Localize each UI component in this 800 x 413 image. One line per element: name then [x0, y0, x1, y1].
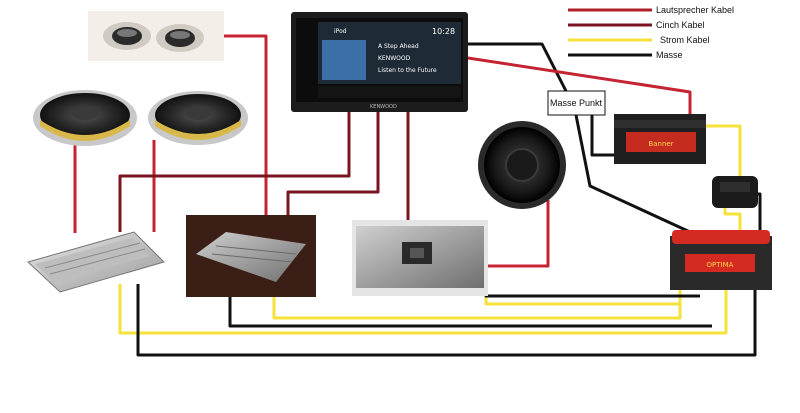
ground-point-label: Masse Punkt	[550, 98, 603, 108]
power-wire-aux-battery	[706, 124, 742, 178]
cinch-wire-left-amp	[118, 112, 351, 232]
ground-wire-left-amp	[136, 270, 757, 357]
ground-wire-center-amp	[228, 297, 712, 328]
power-wire-main	[118, 283, 728, 335]
main-battery-label: OPTIMA	[707, 261, 734, 269]
fuse-block	[712, 176, 758, 208]
main-battery: OPTIMA	[670, 230, 772, 290]
head-unit-track-3: Listen to the Future	[378, 67, 437, 74]
midrange-speaker-right	[148, 91, 248, 145]
power-wire-head-unit	[467, 56, 692, 118]
tweeter-pair	[88, 11, 224, 61]
legend-label-cinch-kabel: Cinch Kabel	[656, 20, 705, 30]
power-wire-battery-to-fuse	[723, 207, 742, 232]
power-wire-center-amp	[272, 285, 682, 320]
cinch-wire-center-amp	[286, 112, 380, 215]
album-art	[322, 40, 366, 80]
head-unit-brand: KENWOOD	[370, 104, 397, 110]
ground-wire-head-unit	[468, 42, 568, 92]
head-unit-track-1: A Step Ahead	[378, 43, 419, 50]
speaker-wire-tweeters	[224, 34, 268, 215]
head-unit-clock: 10:28	[432, 27, 455, 36]
amplifier-left	[27, 231, 165, 293]
head-unit-track-2: KENWOOD	[378, 55, 411, 62]
legend-label-strom-kabel: Strom Kabel	[660, 35, 710, 45]
subwoofer	[478, 121, 566, 209]
midrange-speaker-left	[33, 90, 137, 146]
head-unit: iPod 10:28 A Step Ahead KENWOOD Listen t…	[291, 12, 468, 112]
ground-wire-point-to-battery	[574, 114, 691, 234]
legend-label-masse: Masse	[656, 50, 683, 60]
ground-wire-right-amp	[484, 285, 700, 298]
head-unit-source: iPod	[334, 28, 347, 35]
aux-battery-label: Banner	[648, 140, 673, 148]
legend-label-lautsprecher-kabel: Lautsprecher Kabel	[656, 5, 734, 15]
amplifier-right	[352, 220, 488, 296]
speaker-wire-subwoofer	[487, 200, 550, 268]
ground-point: Masse Punkt	[547, 90, 606, 116]
aux-battery: Banner	[614, 114, 706, 164]
legend: Lautsprecher Kabel Cinch Kabel Strom Kab…	[568, 5, 734, 60]
amplifier-center	[186, 215, 316, 297]
